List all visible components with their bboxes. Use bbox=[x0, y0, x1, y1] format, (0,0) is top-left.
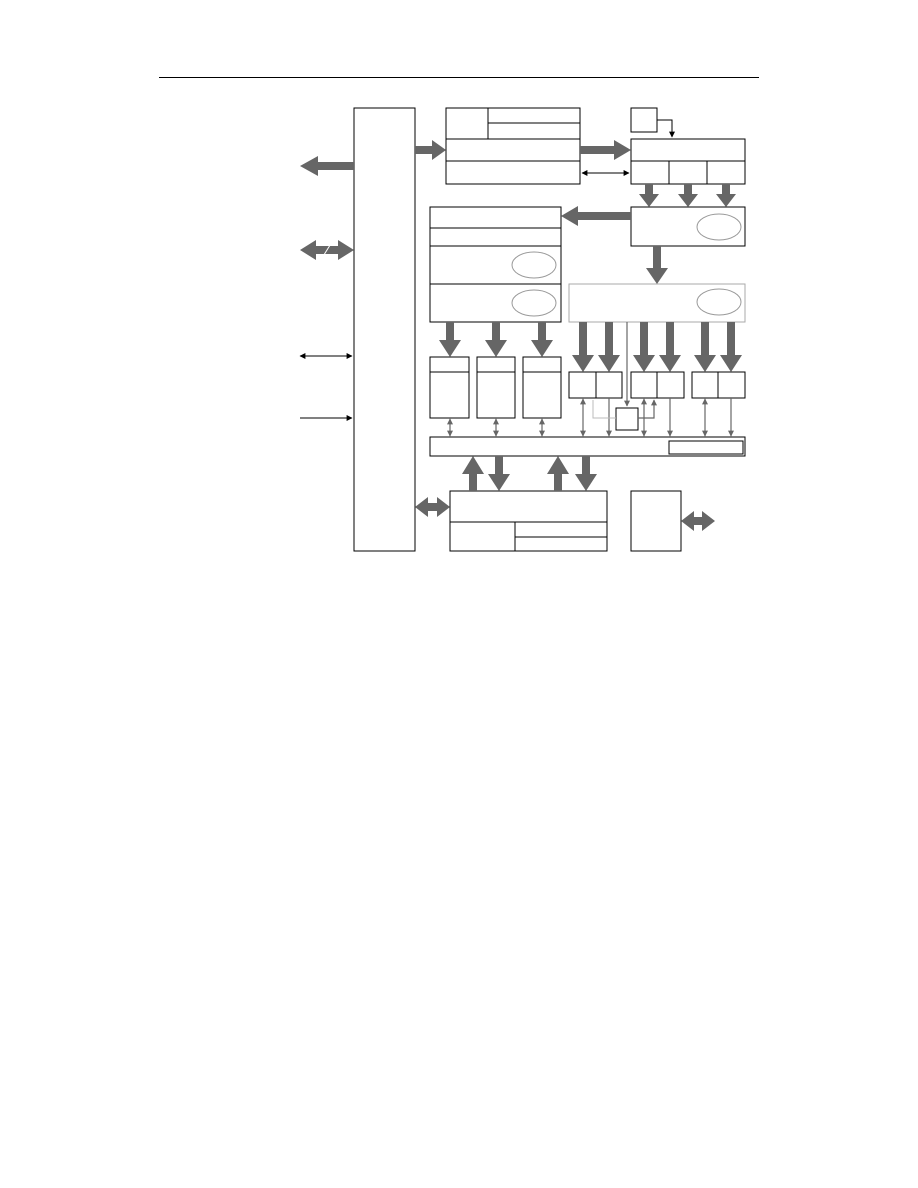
stack-ellipse-2 bbox=[511, 289, 557, 317]
thick-arrow-wide-sub-5 bbox=[694, 322, 716, 372]
page-header-rule bbox=[159, 77, 759, 78]
thick-arrow-bus-register bbox=[415, 140, 446, 160]
mux-right-feed bbox=[638, 399, 657, 419]
channel-box-1 bbox=[429, 356, 470, 419]
small-top-box bbox=[630, 107, 658, 133]
thin-arrow-timing-feed bbox=[657, 119, 675, 138]
common-bus-inner bbox=[668, 440, 744, 455]
thick-arrow-stack-ch1 bbox=[439, 322, 461, 357]
thick-arrow-wide-sub-1 bbox=[572, 322, 594, 372]
thick-arrow-out-left bbox=[300, 156, 354, 176]
decoder-block bbox=[630, 206, 746, 247]
thick-arrow-bus-ctrl-down-1 bbox=[488, 456, 510, 491]
thick-arrow-wide-sub-4 bbox=[659, 322, 681, 372]
thick-arrow-bus-ctrl-down-2 bbox=[575, 456, 597, 491]
io-block bbox=[630, 490, 682, 552]
thick-arrow-stack-ch3 bbox=[531, 322, 553, 357]
stack-ellipse-1 bbox=[511, 251, 557, 279]
channel-box-2 bbox=[476, 356, 516, 419]
thick-arrow-io-external bbox=[681, 511, 715, 531]
thick-arrow-timing-down-3 bbox=[716, 184, 736, 207]
decoder-ellipse bbox=[696, 213, 742, 241]
thick-arrow-bus-bottom-ctrl bbox=[415, 497, 450, 517]
control-stack-block bbox=[429, 206, 562, 323]
thick-arrow-wide-sub-3 bbox=[633, 322, 655, 372]
thick-arrow-wide-sub-6 bbox=[720, 322, 742, 372]
bus-width-slash bbox=[321, 241, 333, 259]
thick-arrow-stack-ch2 bbox=[485, 322, 507, 357]
mux-box bbox=[615, 407, 639, 431]
thick-arrow-timing-down-1 bbox=[639, 184, 659, 207]
thick-arrow-decoder-wide bbox=[646, 246, 668, 284]
wide-decoder-block bbox=[568, 283, 746, 323]
bottom-control-block bbox=[449, 490, 608, 552]
thick-arrow-timing-down-2 bbox=[678, 184, 698, 207]
mux-left-feed bbox=[592, 400, 616, 419]
thick-arrow-register-timing bbox=[580, 140, 631, 160]
common-bus bbox=[429, 436, 746, 457]
thick-arrow-ctrl-bus-up-1 bbox=[462, 456, 484, 491]
top-register-block bbox=[445, 107, 581, 185]
thick-arrow-wide-sub-2 bbox=[598, 322, 620, 372]
thick-arrow-ctrl-bus-up-2 bbox=[547, 456, 569, 491]
wide-decoder-ellipse bbox=[696, 288, 742, 316]
thick-arrow-decoder-stack bbox=[561, 206, 631, 226]
channel-box-3 bbox=[522, 356, 562, 419]
left-bus-block bbox=[353, 107, 416, 552]
